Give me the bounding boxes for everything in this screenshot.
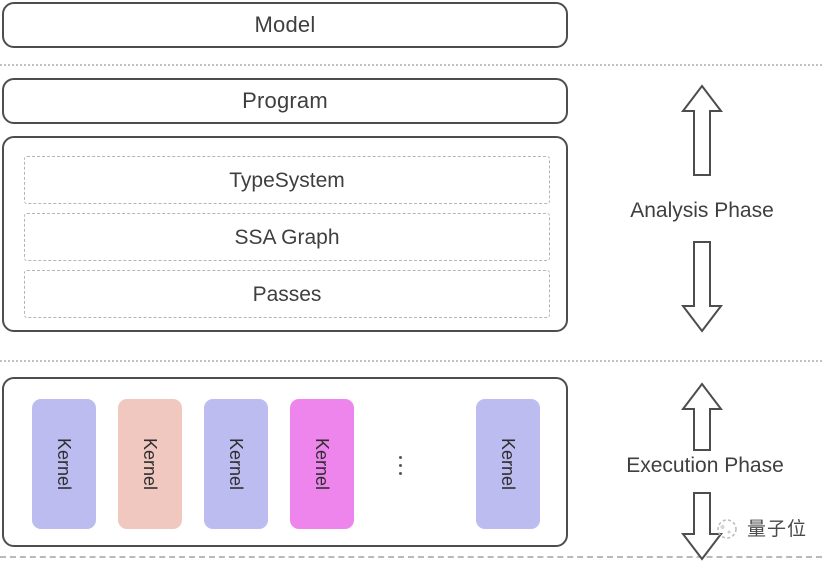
watermark: 量子位: [714, 516, 807, 542]
watermark-text: 量子位: [747, 518, 808, 540]
kernel-chip-3-label: Kernel: [226, 437, 246, 491]
execution-arrow-up-icon: [680, 381, 724, 453]
kernel-ellipsis: [394, 453, 406, 477]
typesystem-label: TypeSystem: [229, 168, 345, 192]
model-box-label: Model: [254, 12, 316, 37]
kernel-chip-3: Kernel: [204, 399, 268, 529]
kernel-chip-4-label: Kernel: [312, 437, 332, 491]
kernel-chip-1-label: Kernel: [54, 437, 74, 491]
ellipsis-dot: [398, 455, 402, 459]
model-box: Model: [2, 2, 568, 48]
execution-phase-label: Execution Phase: [626, 454, 784, 477]
analysis-arrow-down-icon: [680, 239, 724, 334]
passes-label: Passes: [252, 282, 322, 306]
kernel-chip-5-label: Kernel: [498, 437, 518, 491]
ssa-graph-box: SSA Graph: [24, 213, 550, 261]
analysis-phase-label: Analysis Phase: [630, 199, 774, 222]
passes-box: Passes: [24, 270, 550, 318]
kernel-chip-2-label: Kernel: [140, 437, 160, 491]
ellipsis-dot: [398, 471, 402, 475]
phase-divider-middle: [0, 360, 822, 362]
kernel-chip-5: Kernel: [476, 399, 540, 529]
kernel-chip-4: Kernel: [290, 399, 354, 529]
components-box: TypeSystem SSA Graph Passes: [2, 136, 568, 332]
kernel-chip-2: Kernel: [118, 399, 182, 529]
kernels-box: Kernel Kernel Kernel Kernel Kernel: [2, 377, 568, 547]
program-box: Program: [2, 78, 568, 124]
phase-divider-bottom: [0, 556, 822, 558]
analysis-arrow-up-icon: [680, 83, 724, 178]
kernel-chip-1: Kernel: [32, 399, 96, 529]
ssa-graph-label: SSA Graph: [234, 225, 340, 249]
program-box-label: Program: [242, 88, 328, 113]
typesystem-box: TypeSystem: [24, 156, 550, 204]
phase-divider-top: [0, 64, 822, 66]
ellipsis-dot: [398, 463, 402, 467]
watermark-logo-icon: [714, 516, 740, 542]
